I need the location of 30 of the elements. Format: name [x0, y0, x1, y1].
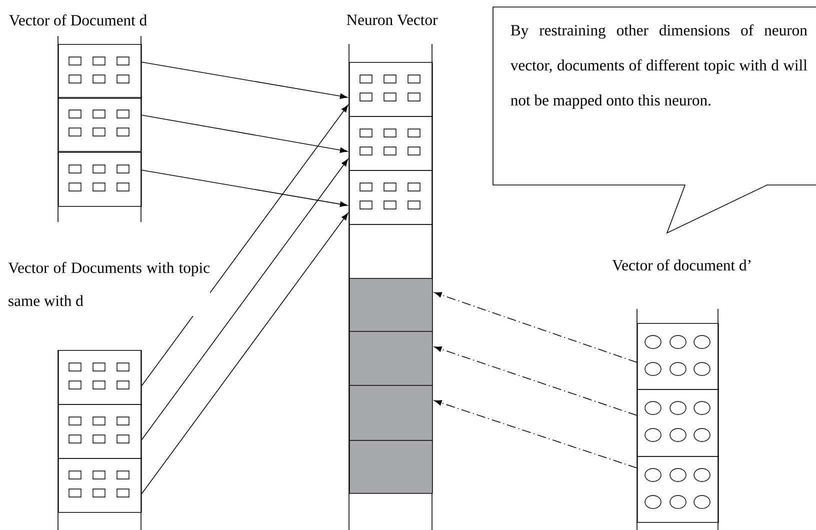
arrow	[141, 114, 348, 153]
vector-cell	[637, 456, 719, 523]
vector-cell	[58, 350, 142, 405]
vector-cell	[349, 62, 433, 117]
vector-cell	[349, 278, 433, 332]
vector-cell	[58, 44, 142, 99]
column-title: Vector of Document d	[9, 14, 147, 26]
arrow	[434, 400, 638, 468]
arrow	[141, 158, 348, 440]
arrow	[141, 104, 348, 386]
vector-cell	[349, 170, 433, 225]
arrow	[141, 170, 348, 207]
vector-cell	[349, 385, 433, 441]
vector-cell	[637, 323, 719, 390]
vector-cell	[58, 152, 142, 207]
arrow	[434, 292, 638, 363]
arrow	[141, 212, 348, 494]
arrow	[434, 346, 638, 416]
vector-cell	[349, 440, 433, 494]
column-title: Vector of document d’	[612, 259, 750, 271]
column-title: Vector of Documents with topic same with d	[8, 252, 210, 316]
vector-cell	[58, 404, 142, 459]
arrow	[141, 62, 348, 99]
vector-cell	[58, 97, 142, 152]
vector-cell	[349, 331, 433, 386]
vector-cell	[637, 389, 719, 457]
vector-cell	[58, 458, 142, 513]
speech-bubble: By restraining other dimensions of neuron vector, documents of different topic with d will not be mapped onto this neuron.	[492, 6, 816, 234]
vector-cell	[349, 116, 433, 171]
column-title: Neuron Vector	[346, 14, 438, 26]
